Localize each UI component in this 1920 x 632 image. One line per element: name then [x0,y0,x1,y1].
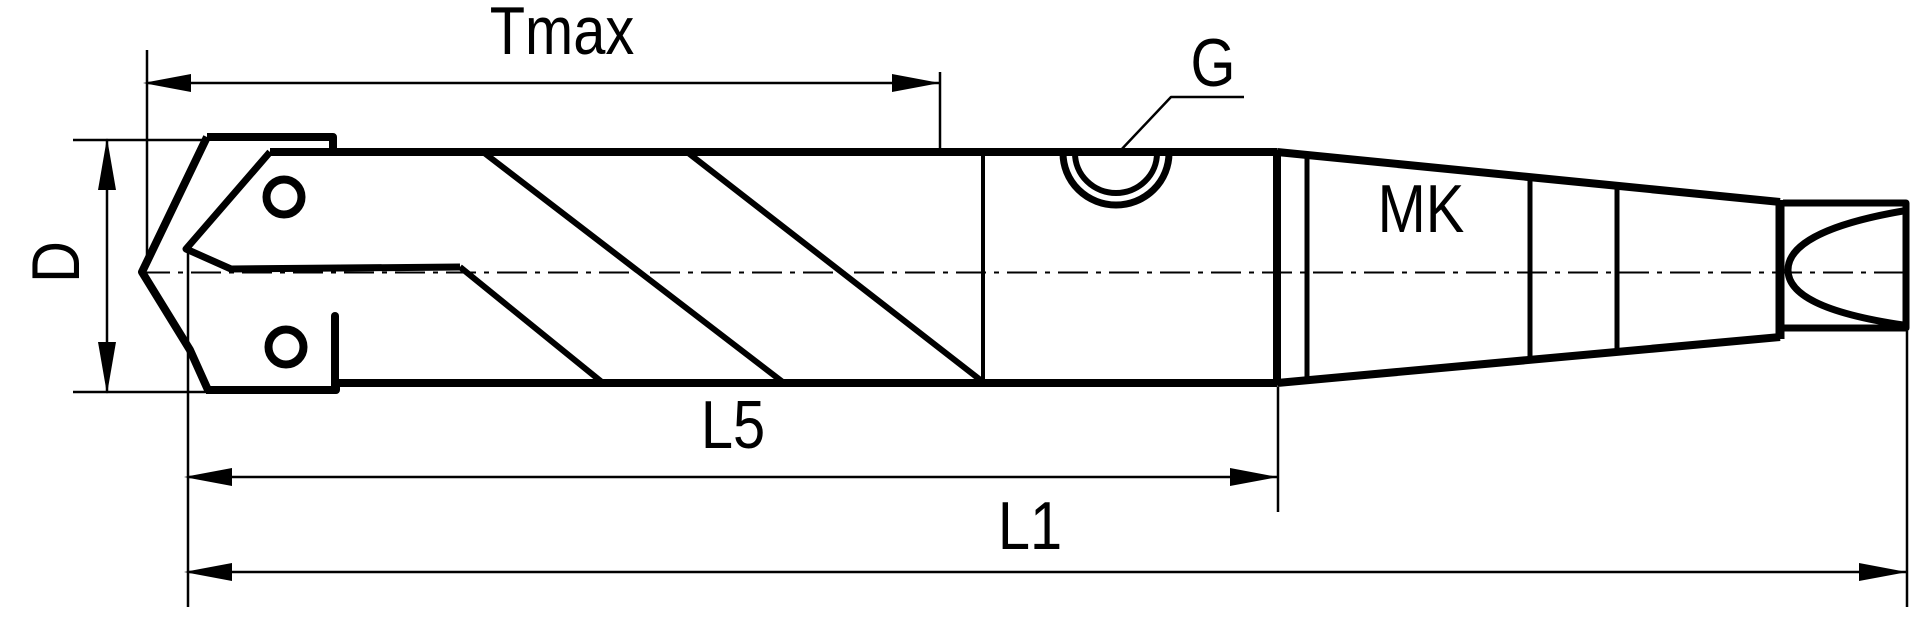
flute-line-3 [685,149,985,385]
morse-taper-label: MK [1377,171,1465,247]
l5-dimension-label: L5 [700,387,766,463]
d-arrow-up [98,138,116,190]
l1-arrow-right [1859,563,1907,581]
d-arrow-down [98,342,116,394]
l5-arrow-right [1230,468,1278,486]
upper-insert-screw-hole [262,175,306,219]
lower-insert-screw-hole [264,325,308,369]
l1-dimension-label: L1 [997,488,1063,564]
g-port-outer-arc [1059,152,1173,209]
tmax-arrow-left [143,74,191,92]
upper-insert-top-edge [207,133,337,150]
tang-flat-curve [1784,207,1904,329]
cutting-edge-point [138,135,212,392]
lower-insert-bottom-edge [206,384,340,394]
l1-arrow-left [184,563,232,581]
l5-arrow-left [184,468,232,486]
g-port-inner-arc [1072,152,1160,196]
tmax-dimension-label: Tmax [489,0,635,69]
tmax-arrow-right [892,74,940,92]
inner-insert-outline [182,149,461,273]
taper-top-edge [1276,148,1781,206]
diameter-dimension-label: D [18,241,94,283]
flute-line-1 [458,264,605,386]
g-port-label: G [1190,25,1236,101]
g-leader-line [1119,95,1244,152]
tang-outline [1783,199,1910,332]
flute-line-2 [481,149,786,386]
